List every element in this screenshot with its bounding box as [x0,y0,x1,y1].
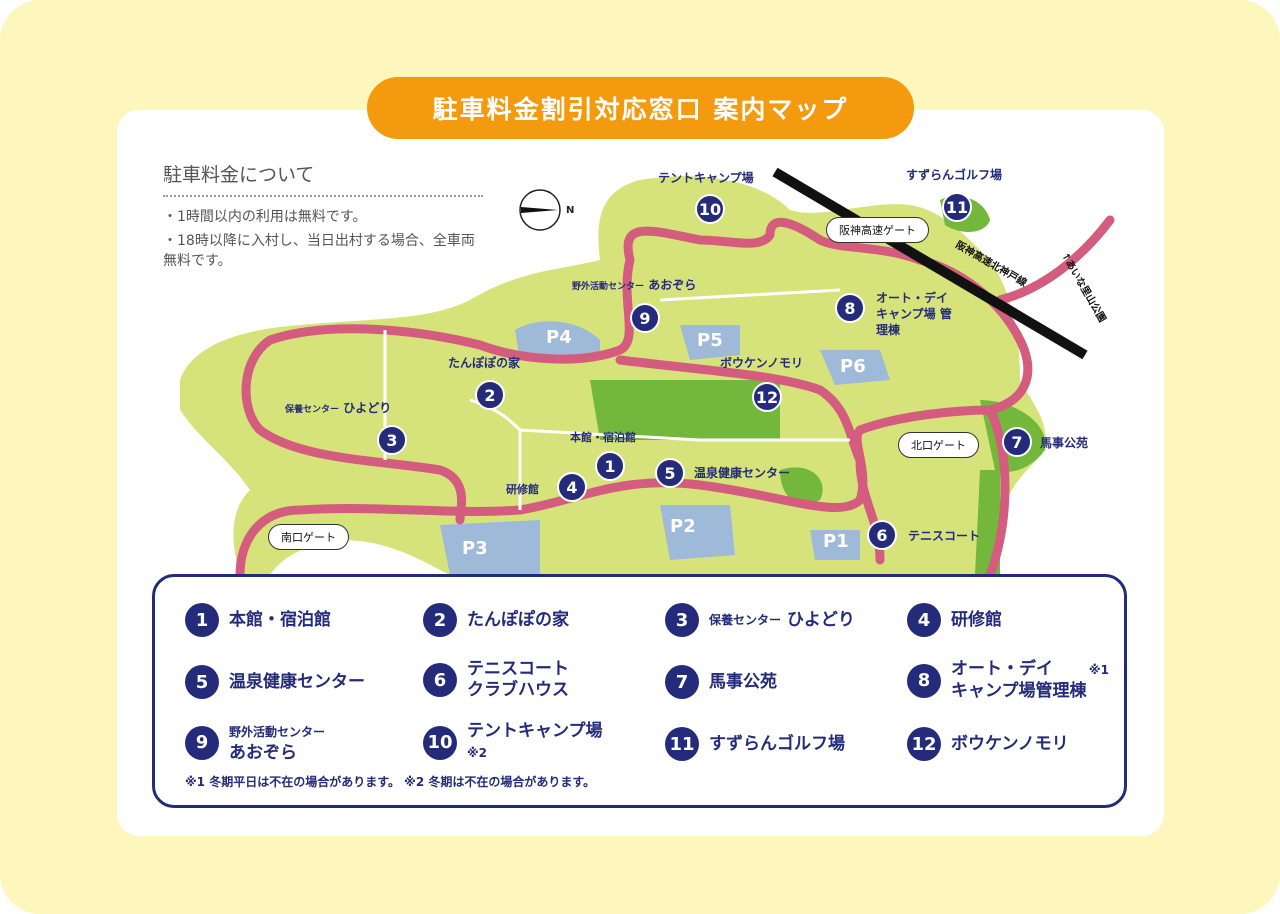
marker-9[interactable]: 9 [630,303,660,333]
parking-p3: P3 [462,538,488,559]
marker-2[interactable]: 2 [475,380,505,410]
marker-label: オート・デイ キャンプ場 管理棟 [876,291,952,337]
forest-area [590,380,780,440]
parking-area [515,321,600,360]
marker-label: すずらんゴルフ場 [906,168,1003,182]
fee-heading: 駐車料金について [163,160,483,197]
marker-label: 研修館 [506,483,539,496]
marker-label: ボウケンノモリ [720,356,804,370]
parking-fee-info: 駐車料金について ・1時間以内の利用は無料です。 ・18時以降に入村し、当日出村… [163,160,483,275]
marker-1[interactable]: 1 [595,451,625,481]
marker-8[interactable]: 8 [835,293,865,323]
compass-icon [519,189,561,231]
marker-label: 馬事公苑 [1040,436,1089,450]
marker-label: 温泉健康センター [694,466,791,480]
marker-7[interactable]: 7 [1002,427,1032,457]
parking-area [680,325,740,360]
marker-label: ひよどり [343,401,392,415]
marker-label: テニスコート [908,529,981,543]
marker-label: 保養センター [285,405,340,415]
hanshin-gate-label: 阪神高速ゲート [826,217,929,243]
compass-north-label: N [566,205,575,216]
marker-3[interactable]: 3 [377,425,407,455]
marker-10[interactable]: 10 [695,194,725,224]
page-title: 駐車料金割引対応窓口 案内マップ [367,77,914,139]
marker-11[interactable]: 11 [942,192,972,222]
parking-p4: P4 [546,327,572,348]
road [235,215,1115,580]
marker-6[interactable]: 6 [867,520,897,550]
fee-item: ・1時間以内の利用は無料です。 [163,209,367,225]
park-area [180,176,1046,575]
parking-p1: P1 [823,531,849,552]
parking-area [660,505,735,560]
marker-label: テントキャンプ場 [658,171,754,185]
parking-area [820,350,890,385]
parking-area [810,530,860,560]
legend-note: ※1 冬期平日は不在の場合があります。 ※2 冬期は不在の場合があります。 [185,775,596,789]
marker-4[interactable]: 4 [557,472,587,502]
fee-item: ・18時以降に入村し、当日出村する場合、全車両無料です。 [163,233,475,269]
marker-12[interactable]: 12 [752,382,782,412]
marker-label: たんぽぽの家 [448,356,521,370]
marker-label: 本館・宿泊館 [570,431,636,444]
parking-area [440,520,540,575]
parking-p2: P2 [670,516,696,537]
expressway [772,167,1088,360]
marker-label: あおぞら [648,278,697,292]
south-gate-label: 南口ゲート [268,524,349,550]
north-gate-label: 北口ゲート [898,432,979,458]
marker-label: 野外活動センター [572,282,645,292]
marker-5[interactable]: 5 [655,458,685,488]
parking-p5: P5 [697,330,723,351]
parking-p6: P6 [840,356,866,377]
forest-area [780,467,823,504]
